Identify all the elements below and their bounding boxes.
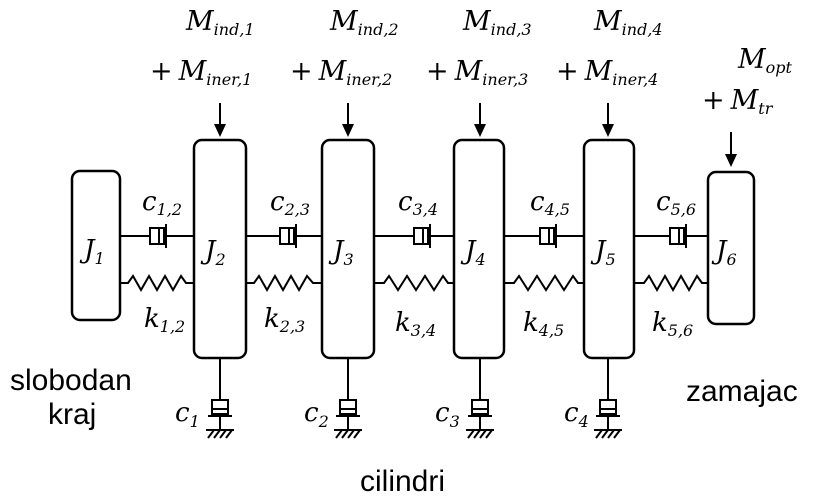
coupling-4-5	[504, 224, 584, 292]
moment-label-ind-4: Mind,4	[593, 6, 663, 39]
moment-end: Mopt +Mtr	[702, 44, 793, 167]
spring-k45	[504, 274, 584, 292]
spring-label-k34: k3,4	[395, 308, 436, 340]
spring-k12	[120, 273, 194, 293]
spring-label-k56: k5,6	[652, 308, 693, 340]
coupling-1-2	[120, 224, 194, 293]
inertia-label-2: J2	[200, 236, 226, 269]
moment-label-iner-2: +Miner,2	[290, 56, 392, 89]
free-end-label-line2: kraj	[48, 398, 96, 431]
inertia-label-5: J5	[590, 236, 616, 269]
coupling-5-6	[634, 224, 708, 293]
damper-label-c56: c5,6	[656, 187, 696, 219]
spring-label-k23: k2,3	[264, 304, 305, 336]
damper-label-c12: c1,2	[142, 187, 182, 219]
moment-label-opt: Mopt	[737, 44, 793, 77]
coupling-3-4	[374, 224, 454, 292]
damper-c12	[149, 224, 174, 248]
moment-label-iner-3: +Miner,3	[426, 56, 528, 89]
moment-2: Mind,2 +Miner,2	[290, 6, 399, 137]
ground-damper-label-2: c2	[304, 398, 329, 431]
inertia-body-6	[706, 170, 756, 326]
ground-damper-3	[466, 358, 494, 439]
spring-label-k12: k1,2	[144, 304, 185, 336]
moment-arrow-1	[214, 124, 226, 137]
spring-k56	[634, 273, 708, 293]
moment-label-iner-4: +Miner,4	[556, 56, 658, 89]
inertia-body-4	[452, 138, 506, 360]
moment-3: Mind,3 +Miner,3	[426, 6, 532, 137]
moment-arrow-4	[602, 124, 614, 137]
ground-damper-label-1: c1	[175, 398, 200, 431]
ground-damper-label-3: c3	[435, 398, 460, 431]
inertia-label-1: J1	[79, 235, 105, 268]
damper-c45	[539, 224, 564, 248]
inertia-body-1	[70, 169, 122, 322]
damper-c23	[279, 224, 304, 248]
moment-4: Mind,4 +Miner,4	[556, 6, 663, 137]
inertia-label-3: J3	[328, 236, 354, 269]
inertia-body-2	[192, 138, 248, 360]
ground-damper-2	[334, 358, 362, 439]
ground-damper-4	[594, 358, 622, 439]
damper-label-c34: c3,4	[398, 187, 438, 219]
moment-label-ind-3: Mind,3	[462, 6, 532, 39]
moment-label-iner-1: +Miner,1	[150, 56, 252, 89]
damper-label-c23: c2,3	[270, 187, 310, 219]
moment-arrow-end	[725, 154, 737, 167]
damper-label-c45: c4,5	[530, 187, 570, 219]
moment-1: Mind,1 +Miner,1	[150, 6, 255, 137]
damper-c34	[413, 224, 438, 248]
inertia-label-6: J6	[711, 236, 737, 269]
spring-k34	[374, 274, 454, 292]
ground-damper-1	[206, 358, 234, 439]
coupling-2-3	[246, 224, 322, 293]
moment-arrow-2	[342, 124, 354, 137]
moment-label-ind-1: Mind,1	[185, 6, 255, 39]
inertia-label-4: J4	[460, 236, 486, 269]
inertia-body-5	[582, 138, 636, 360]
inertia-body-3	[320, 138, 376, 360]
spring-k23	[246, 273, 322, 293]
cylinders-label: cilindri	[360, 465, 445, 498]
free-end-label-line1: slobodan	[10, 364, 132, 397]
ground-damper-label-4: c4	[564, 398, 589, 431]
moment-label-ind-2: Mind,2	[329, 6, 399, 39]
spring-label-k45: k4,5	[523, 308, 564, 340]
flywheel-label: zamajac	[686, 375, 798, 408]
moment-label-tr: +Mtr	[702, 85, 774, 118]
damper-c56	[669, 224, 694, 248]
moment-arrow-3	[474, 124, 486, 137]
